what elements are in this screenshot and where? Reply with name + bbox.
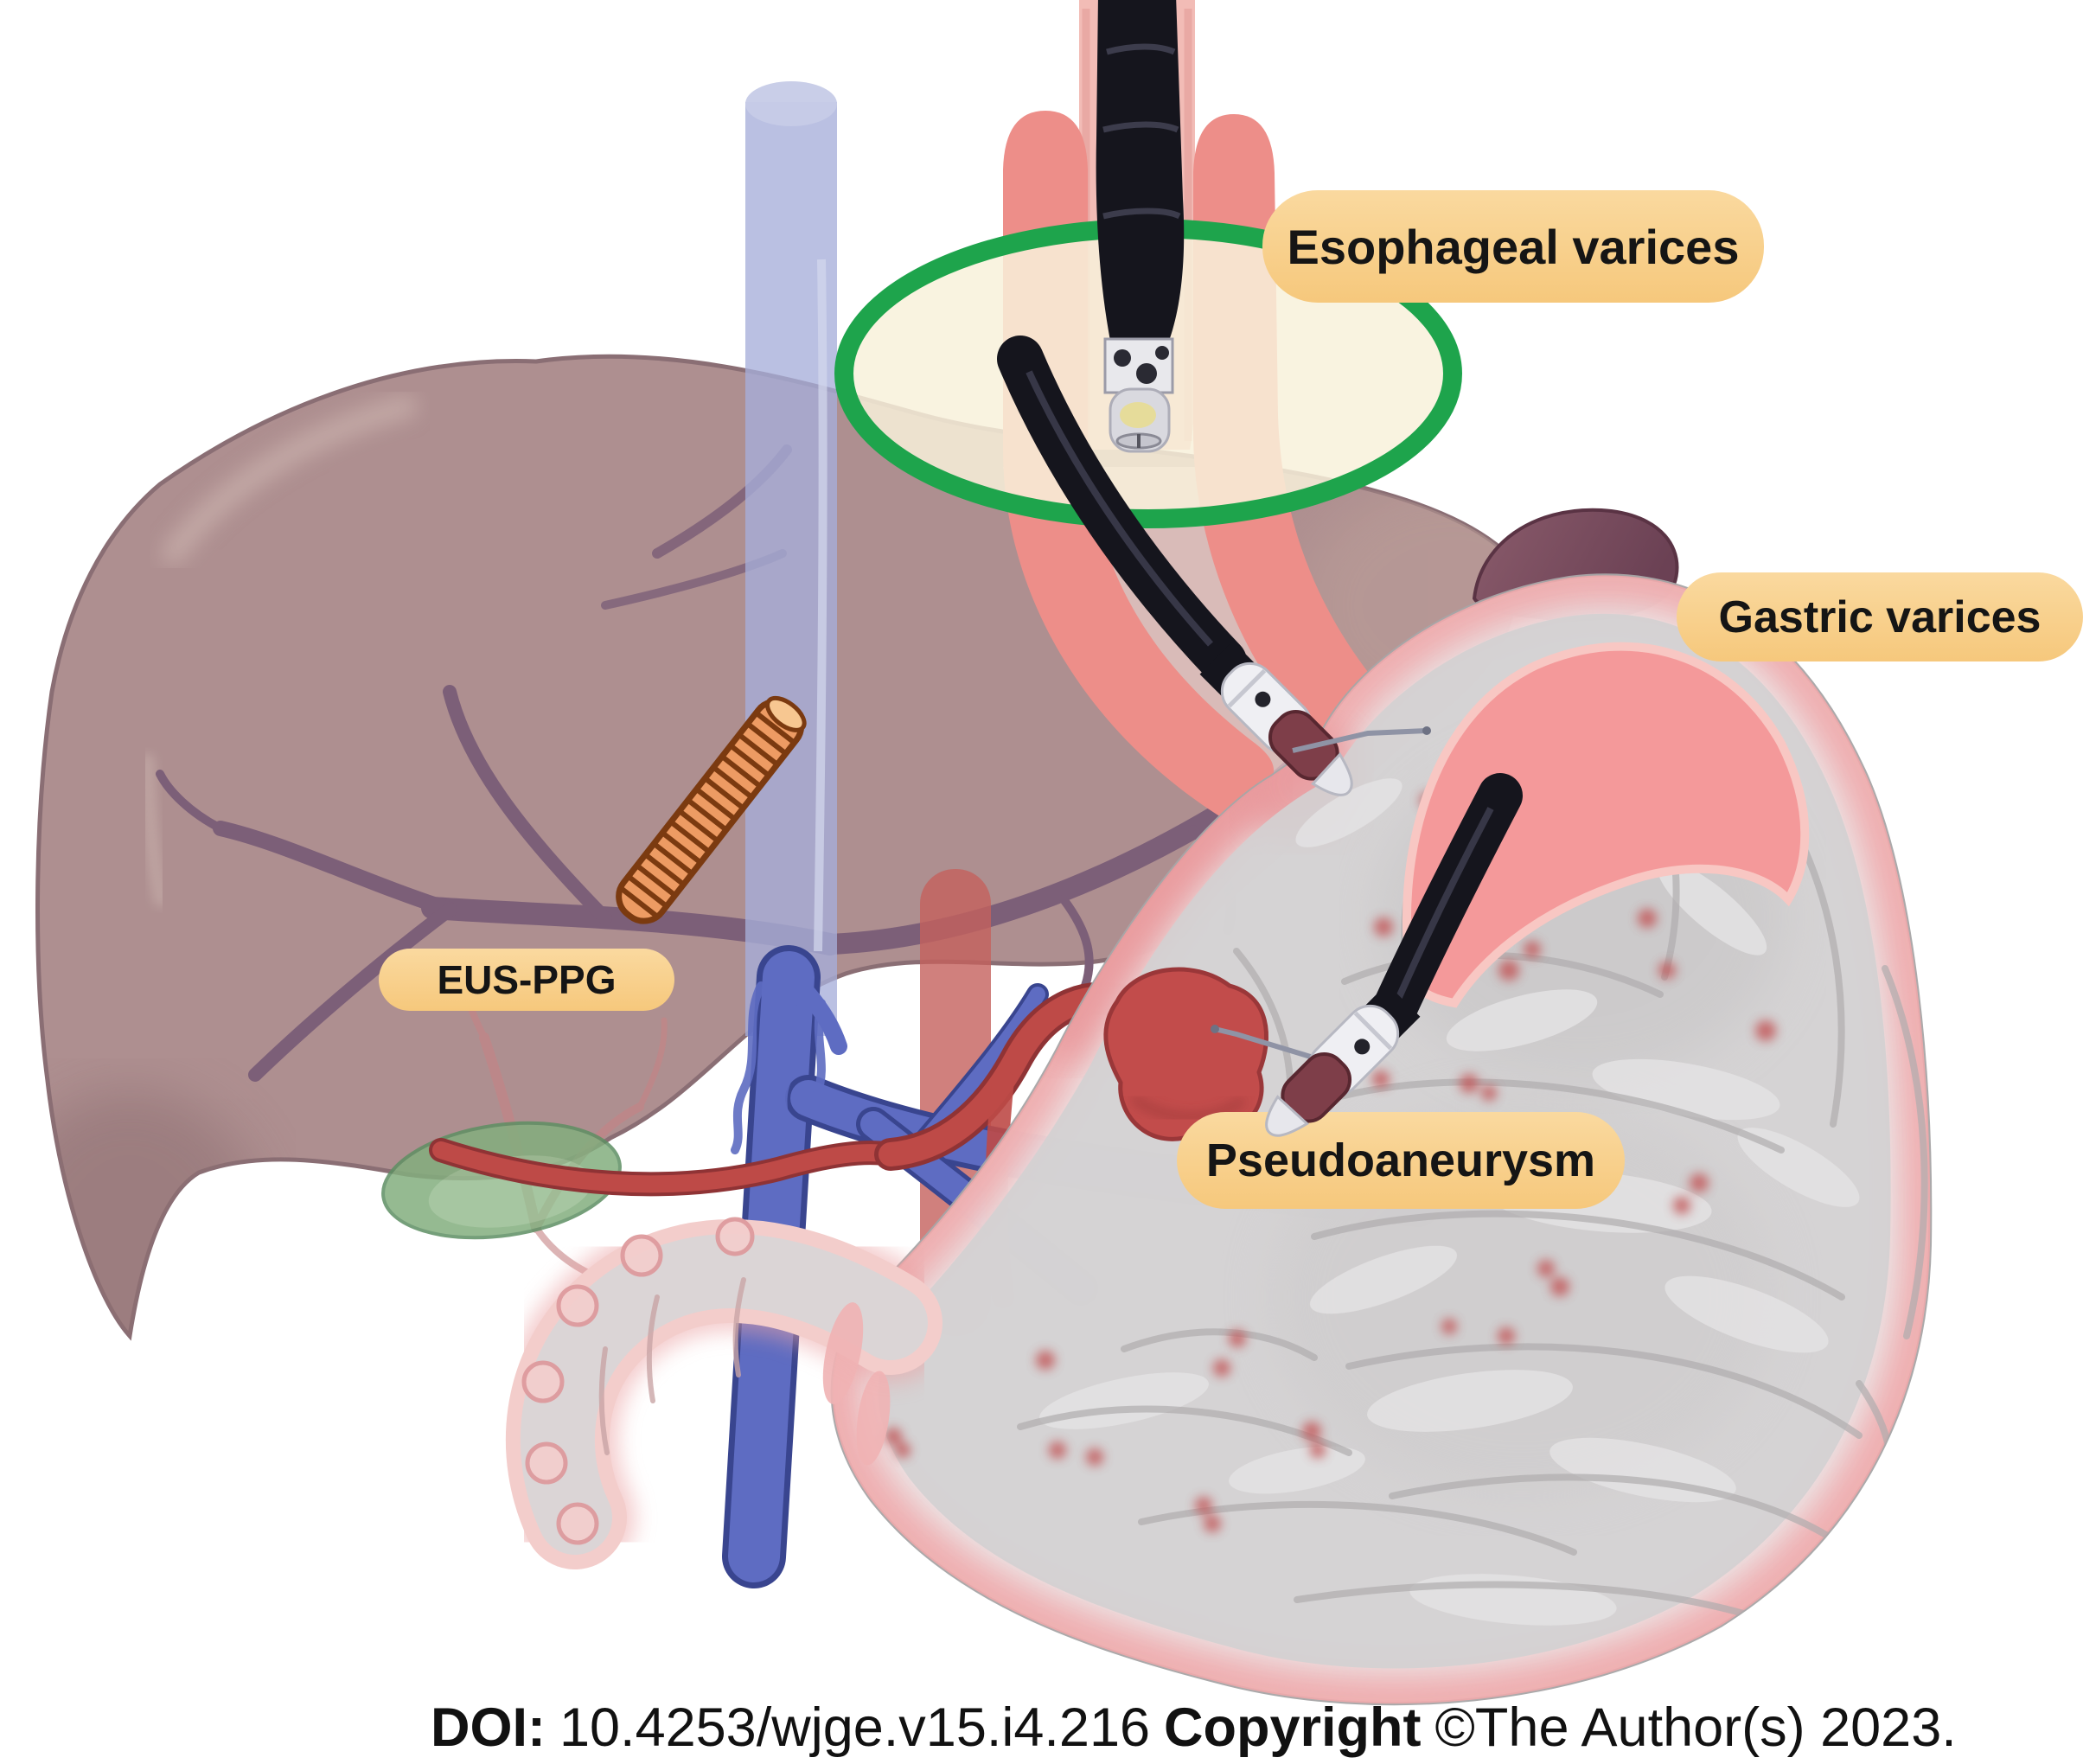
figure-citation: DOI: 10.4253/wjge.v15.i4.216 Copyright ©… (431, 1697, 1957, 1759)
doi-value: 10.4253/wjge.v15.i4.216 (559, 1697, 1151, 1758)
portal-collateral-varices (731, 981, 826, 1154)
label-gastric-varices: Gastric varices (1677, 572, 2083, 662)
echoendoscope-tip-gastric (1199, 641, 1353, 796)
duodenum (496, 1211, 951, 1578)
label-pseudoaneurysm: Pseudoaneurysm (1177, 1112, 1625, 1209)
endoscope-transgastric (997, 336, 1431, 796)
eus-ppg-stent (616, 695, 807, 924)
fna-needle-gastric (1292, 728, 1428, 753)
copyright-value: ©The Author(s) 2023. (1434, 1697, 1957, 1758)
endoscope-esophageal (1096, 0, 1185, 453)
copyright-label: Copyright (1164, 1697, 1422, 1758)
doi-label: DOI: (431, 1697, 546, 1758)
label-esophageal-varices: Esophageal varices (1262, 190, 1764, 303)
label-eus-ppg: EUS-PPG (379, 949, 674, 1011)
inferior-vena-cava (745, 81, 837, 1036)
